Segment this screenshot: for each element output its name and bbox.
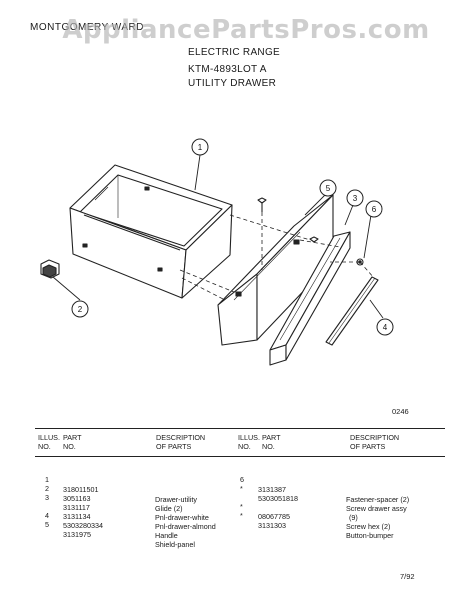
- table-row: (9): [0, 483, 464, 522]
- callout-6: 6: [372, 205, 377, 214]
- table-row: 4 5303280334 Handle: [0, 501, 232, 540]
- part-no: 3131134: [63, 512, 91, 521]
- illus-no: 5: [45, 520, 49, 529]
- brand-name: MONTGOMERY WARD: [30, 22, 144, 33]
- hdr-desc-left: DESCRIPTION: [156, 433, 206, 442]
- hdr-partno-right: NO.: [262, 442, 275, 451]
- callout-5-circle: [319, 179, 337, 197]
- part-no: 3131387: [258, 485, 286, 494]
- part-desc: Screw hex (2): [346, 522, 391, 531]
- hdr-part-left: PART: [63, 433, 82, 442]
- table-row: 6 3131387 Fastener-spacer (2): [0, 465, 464, 504]
- part-desc: (9): [349, 513, 358, 522]
- hdr-no-right: NO.: [238, 442, 251, 451]
- callout-1: 1: [198, 143, 203, 152]
- parts-table-right: 6 3131387 Fastener-spacer (2) * 53030518…: [0, 465, 464, 540]
- hdr-illus-left: ILLUS.: [38, 433, 60, 442]
- illus-no: 1: [45, 475, 49, 484]
- part-no: 3131303: [258, 521, 286, 530]
- table-row: * 08067785 Screw hex (2): [0, 492, 464, 531]
- footer-date: 7/92: [400, 572, 415, 581]
- diagram-code: 0246: [392, 407, 409, 416]
- callout-5: 5: [326, 184, 331, 193]
- section-title: UTILITY DRAWER: [188, 78, 277, 89]
- glide: [40, 259, 60, 279]
- table-row: 2 3051163 Glide (2): [0, 474, 232, 513]
- illus-no: 2: [45, 484, 49, 493]
- part-desc: Button-bumper: [346, 531, 394, 540]
- hdr-partno-left: NO.: [63, 442, 76, 451]
- part-desc: Pnl-drawer-white: [155, 513, 209, 522]
- callout-2-circle: [71, 300, 89, 318]
- screws: [257, 197, 319, 243]
- illus-no: *: [240, 511, 243, 520]
- table-row: * 3131303 Button-bumper: [0, 501, 464, 540]
- hdr-no-left: NO.: [38, 442, 51, 451]
- hdr-ofparts-left: OF PARTS: [156, 442, 192, 451]
- illus-no: 4: [45, 511, 49, 520]
- callout-3: 3: [353, 194, 358, 203]
- illus-no: *: [240, 484, 243, 493]
- part-desc: Glide (2): [155, 504, 183, 513]
- table-row: 5 3131975 Shield-panel: [0, 510, 232, 549]
- part-desc: Shield-panel: [155, 540, 195, 549]
- callout-4-circle: [376, 318, 394, 336]
- part-no: 3051163: [63, 494, 91, 503]
- table-row: 3 3131117 Pnl-drawer-white: [0, 483, 232, 522]
- exploded-diagram: 1 2 3 4 5 6: [40, 138, 394, 366]
- callout-3-circle: [346, 189, 364, 207]
- table-row: 3131134 Pnl-drawer-almond: [0, 492, 232, 531]
- part-desc: Fastener-spacer (2): [346, 495, 410, 504]
- table-headers: ILLUS. NO. PART NO. DESCRIPTION OF PARTS…: [0, 433, 464, 457]
- parts-table-left: 1 318011501 Drawer-utility 2 3051163 Gli…: [0, 465, 464, 549]
- product-title: ELECTRIC RANGE: [188, 47, 280, 58]
- hdr-ofparts-right: OF PARTS: [350, 442, 386, 451]
- model-number: KTM-4893LOT A: [188, 64, 267, 75]
- drawer-utility: [69, 164, 233, 299]
- table-header-rule: [35, 456, 445, 457]
- part-no: 5303280334: [63, 521, 103, 530]
- part-no: 08067785: [258, 512, 290, 521]
- part-no: 318011501: [63, 485, 99, 494]
- part-desc: Drawer-utility: [155, 495, 197, 504]
- part-no: 3131975: [63, 530, 91, 539]
- callout-4: 4: [383, 323, 388, 332]
- illus-no: 6: [240, 475, 244, 484]
- part-desc: Handle: [155, 531, 178, 540]
- watermark: AppliancePartsPros.com: [62, 15, 430, 45]
- callout-6-circle: [365, 200, 383, 218]
- part-desc: Screw drawer assy: [346, 504, 407, 513]
- illus-no: 3: [45, 493, 49, 502]
- table-row: 1 318011501 Drawer-utility: [0, 465, 232, 504]
- leader-lines: [52, 154, 384, 319]
- callout-1-circle: [191, 138, 209, 156]
- part-no: 5303051818: [258, 494, 298, 503]
- part-desc: Pnl-drawer-almond: [155, 522, 216, 531]
- illus-no: *: [240, 502, 243, 511]
- hdr-desc-right: DESCRIPTION: [350, 433, 400, 442]
- hdr-illus-right: ILLUS.: [238, 433, 260, 442]
- table-row: * 5303051818 Screw drawer assy: [0, 474, 464, 513]
- callout-2: 2: [78, 305, 83, 314]
- drawer-panel: [269, 231, 351, 366]
- part-no: 3131117: [63, 503, 90, 512]
- assembly-lines: [179, 212, 375, 301]
- handle: [325, 276, 379, 346]
- table-top-rule: [35, 428, 445, 429]
- shield-panel: [217, 194, 334, 346]
- hdr-part-right: PART: [262, 433, 281, 442]
